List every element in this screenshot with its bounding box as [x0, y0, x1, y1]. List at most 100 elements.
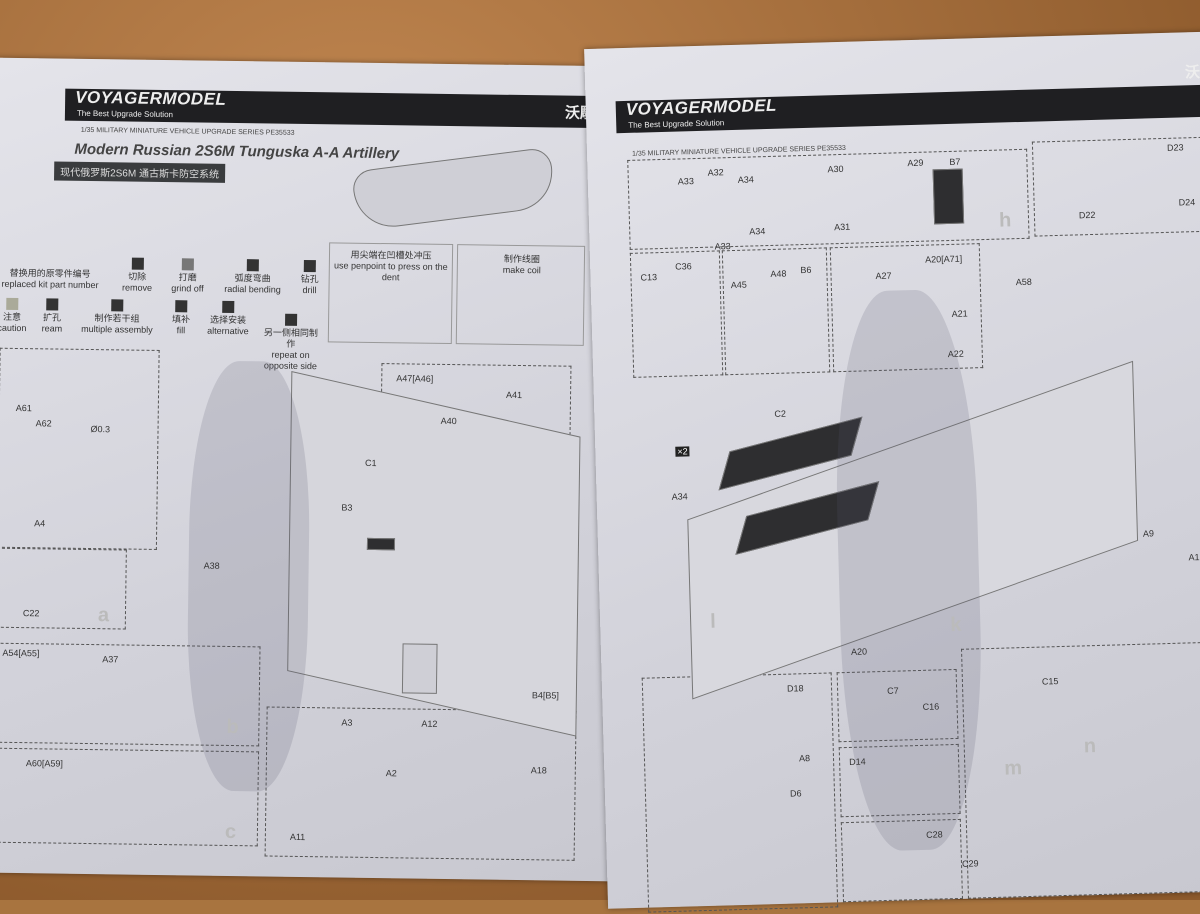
part-label: A40: [440, 415, 457, 427]
part-label: A9: [1142, 528, 1155, 539]
part-label: A21: [951, 308, 968, 319]
grind-icon: [181, 258, 194, 271]
part-label: A37: [102, 654, 119, 665]
part-label: C29: [961, 858, 979, 869]
tagline: The Best Upgrade Solution: [628, 118, 725, 130]
multiple-badge: ×2: [675, 446, 690, 457]
part-label: A12: [421, 718, 438, 729]
part-label: A20: [850, 646, 868, 657]
kit-title: Modern Russian 2S6M Tunguska A-A Artille…: [74, 140, 400, 163]
part-label: A54[A55]: [2, 647, 40, 659]
step-panel-6: [641, 672, 839, 913]
radial-bending-icon: [246, 259, 259, 272]
brand-header: VOYAGERMODEL The Best Upgrade Solution 沃…: [615, 63, 1200, 134]
part-label: A11: [289, 831, 306, 843]
crease-shadow: [185, 360, 312, 793]
part-label: C36: [675, 261, 692, 272]
part-label: A33: [677, 176, 695, 187]
part-label: A32: [707, 167, 724, 178]
caution-icon: [6, 297, 19, 310]
part-b3: [366, 537, 396, 551]
instruction-sheet-left: VOYAGERMODEL The Best Upgrade Solution 沃…: [0, 57, 624, 882]
part-label: A20[A71]: [924, 253, 963, 265]
part-label: C13: [640, 272, 658, 283]
part-label: A1: [1188, 552, 1200, 563]
fill-icon: [175, 300, 188, 313]
part-label: A34: [737, 174, 754, 185]
step-letter: k: [950, 613, 962, 637]
part-label: A62: [35, 418, 52, 429]
part-label: A29: [907, 157, 924, 169]
part-label: B3: [341, 502, 353, 513]
part-label: A33: [714, 241, 731, 252]
part-label: A45: [730, 279, 747, 291]
ream-icon: [46, 298, 59, 311]
part-label: A41: [505, 389, 523, 401]
step-letter: n: [1083, 735, 1097, 758]
step-letter: h: [998, 209, 1012, 232]
part-label: D6: [789, 788, 802, 799]
remove-icon: [131, 257, 144, 270]
part-label: B6: [800, 264, 812, 276]
part-label: A18: [530, 765, 547, 776]
step-panel-10: [961, 640, 1200, 899]
repeat-icon: [285, 313, 298, 326]
step-panel-4: [721, 247, 831, 376]
part-label: A38: [203, 560, 220, 571]
part-label: C7: [887, 685, 899, 696]
part-label: A8: [798, 753, 811, 764]
step-letter: c: [224, 820, 237, 844]
brand-logo: VOYAGERMODEL: [75, 87, 227, 109]
brand-logo: VOYAGERMODEL: [625, 95, 778, 119]
part-label: A47[A46]: [396, 373, 434, 384]
part-label: Ø0.3: [90, 424, 111, 435]
part-label: A27: [875, 270, 892, 282]
part-label: A34: [749, 226, 766, 237]
part-label: C2: [774, 408, 787, 419]
step-panel-6: [264, 706, 577, 861]
part-label: C16: [922, 701, 940, 712]
step-letter: a: [97, 604, 110, 627]
part-label: A34: [671, 491, 688, 502]
part-label: A58: [1015, 276, 1032, 288]
step-letter: b: [226, 715, 239, 739]
part-label: A3: [341, 717, 353, 728]
series-text: 1/35 MILITARY MINIATURE VEHICLE UPGRADE …: [80, 126, 295, 137]
part-label: C1: [365, 457, 377, 469]
part-label: C22: [22, 608, 40, 619]
part-label: A48: [770, 268, 787, 279]
part-label: D23: [1166, 142, 1184, 153]
part-label: A2: [385, 768, 397, 779]
part-label: A61: [15, 402, 32, 414]
alternative-icon: [222, 300, 235, 314]
part-label: B7: [949, 156, 961, 167]
part-label: A4: [34, 518, 46, 529]
brand-header: VOYAGERMODEL The Best Upgrade Solution 沃…: [64, 87, 606, 129]
instruction-sheet-right: VOYAGERMODEL The Best Upgrade Solution 沃…: [584, 31, 1200, 913]
drill-icon: [303, 259, 316, 273]
part-label: C15: [1041, 676, 1059, 687]
part-label: A31: [834, 221, 851, 233]
part-label: A22: [947, 348, 964, 360]
tagline: The Best Upgrade Solution: [76, 108, 174, 120]
part-label: D18: [786, 683, 804, 694]
part-label: D22: [1078, 209, 1096, 221]
part-b4: [401, 643, 438, 694]
part-label: D24: [1178, 197, 1196, 208]
part-label: A60[A59]: [25, 758, 63, 769]
step-panel-1: [0, 347, 160, 550]
kit-title-cn: 现代俄罗斯2S6M 通古斯卡防空系统: [54, 161, 226, 183]
multiple-assembly-icon: [111, 299, 124, 312]
part-label: B4[B5]: [531, 690, 559, 701]
part-b7: [932, 168, 965, 225]
